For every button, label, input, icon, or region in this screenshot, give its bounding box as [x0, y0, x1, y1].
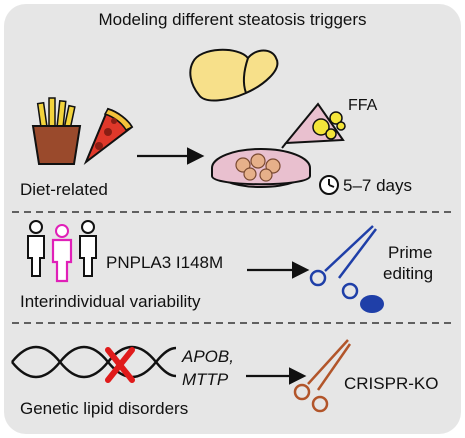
- crispr-ko-label: CRISPR-KO: [344, 374, 439, 393]
- editing-label: editing: [383, 264, 434, 283]
- genetic-lipid-disorders-label: Genetic lipid disorders: [20, 399, 189, 418]
- organoid-icon: [235, 153, 281, 182]
- clock-icon: [319, 175, 339, 195]
- scissors-icon: [309, 225, 384, 313]
- dna-strand-icon: [11, 345, 177, 379]
- culture-dish-icon: [211, 148, 311, 188]
- ffa-label: FFA: [348, 97, 378, 114]
- gene-mttp-label: MTTP: [182, 370, 229, 389]
- pizza-slice-icon: [83, 107, 134, 166]
- duration-label: 5–7 days: [343, 176, 412, 195]
- red-x-icon: [105, 347, 135, 383]
- variant-label: PNPLA3 I148M: [106, 253, 224, 272]
- prime-label: Prime: [388, 243, 433, 262]
- scissors-icon: [293, 339, 352, 413]
- interindividual-variability-label: Interindividual variability: [20, 292, 201, 311]
- liver-icon: [189, 48, 279, 102]
- gene-apob-label: APOB,: [182, 347, 234, 366]
- prime-editor-enzyme-icon: [360, 295, 384, 313]
- fat-droplets-icon: [312, 111, 346, 140]
- people-group-icon: [27, 220, 97, 283]
- diet-related-label: Diet-related: [20, 180, 108, 199]
- figure-title: Modeling different steatosis triggers: [98, 10, 367, 29]
- fries-icon: [31, 97, 82, 165]
